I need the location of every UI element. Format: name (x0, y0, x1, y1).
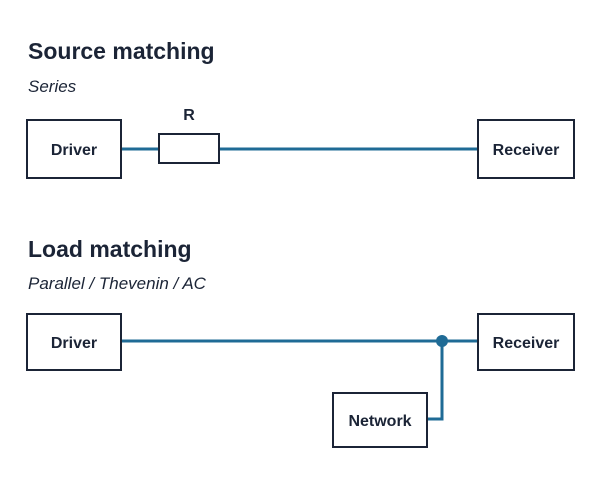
load-wire-network-branch (427, 341, 444, 421)
source-receiver-label: Receiver (493, 142, 560, 159)
termination-network-box (332, 392, 428, 448)
source-driver-box (26, 119, 122, 179)
load-receiver-label: Receiver (493, 335, 560, 352)
load-driver-box (26, 313, 122, 371)
source-matching-subtitle: Series (28, 77, 77, 96)
series-resistor (158, 133, 220, 164)
source-matching-title: Source matching (28, 38, 215, 64)
source-driver-label: Driver (51, 142, 97, 159)
source-matching-circuit: Driver R Receiver (26, 107, 575, 179)
load-matching-circuit: Driver Receiver Network (26, 313, 575, 448)
junction-node (436, 335, 448, 347)
source-receiver-box (477, 119, 575, 179)
resistor-label: R (183, 107, 195, 124)
load-driver-label: Driver (51, 335, 97, 352)
load-receiver-box (477, 313, 575, 371)
load-matching-title: Load matching (28, 236, 192, 262)
network-label: Network (348, 413, 411, 430)
load-matching-subtitle: Parallel / Thevenin / AC (28, 274, 206, 293)
